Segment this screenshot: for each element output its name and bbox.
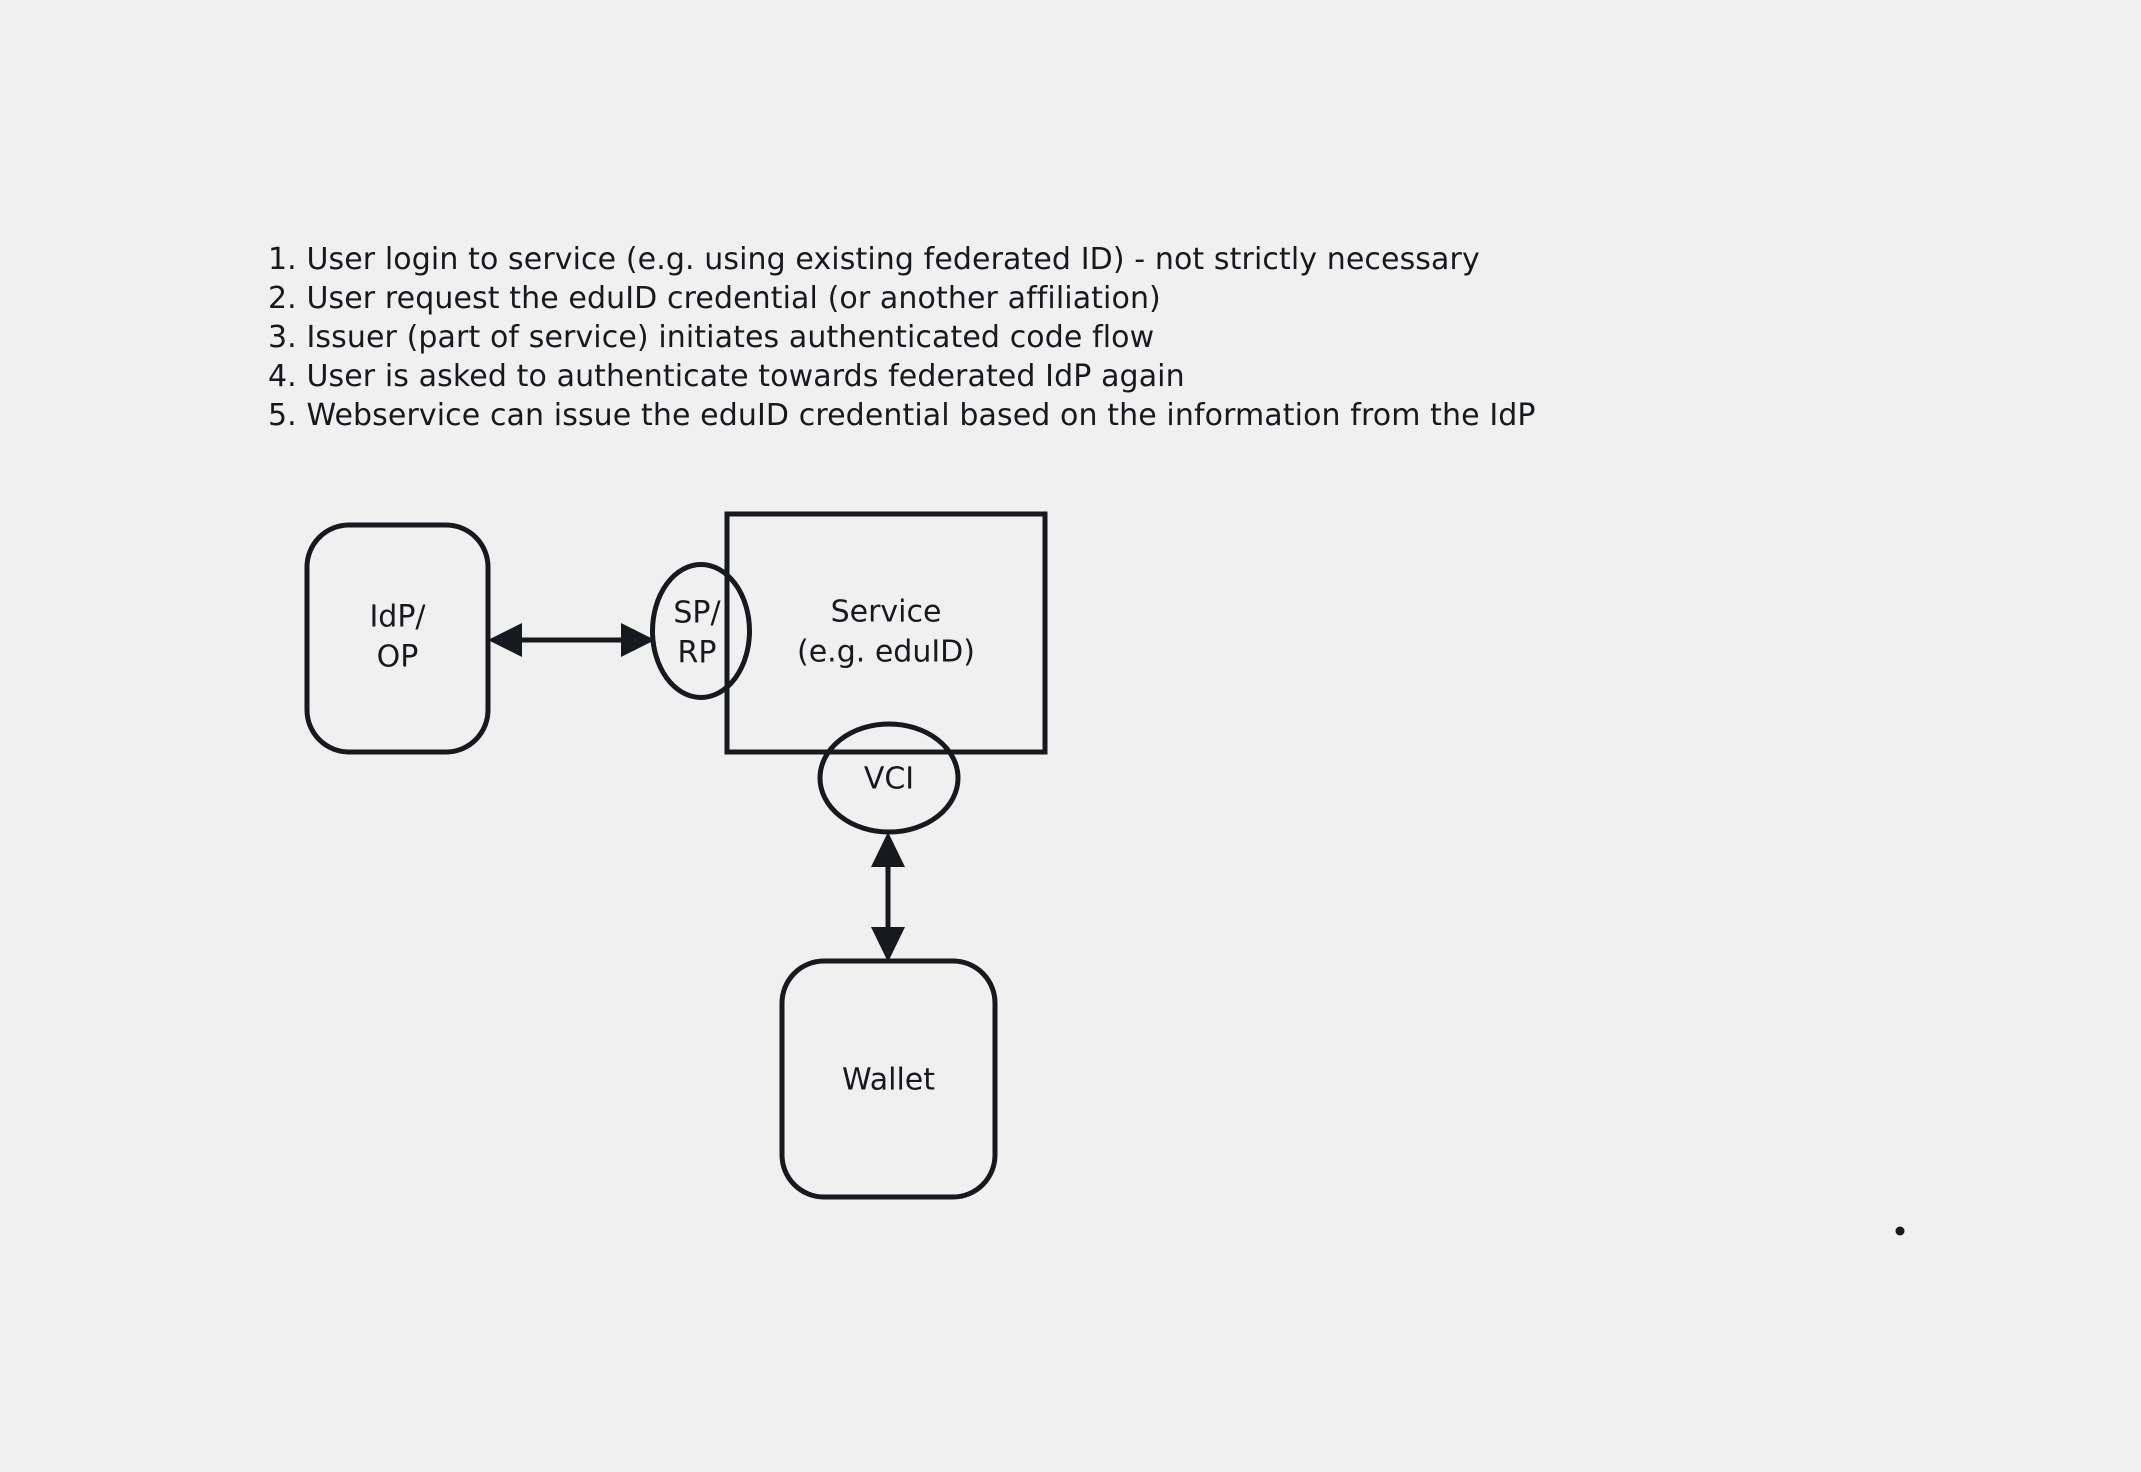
service-label-line1: Service	[831, 595, 942, 630]
step-item-5: 5. Webservice can issue the eduID creden…	[268, 398, 1536, 433]
sp-rp-ellipse[interactable]	[650, 562, 752, 700]
wallet-label: Wallet	[842, 1063, 935, 1098]
edge-idp-to-sprp-arrowhead-right	[621, 623, 655, 657]
edge-vci-to-wallet-arrowhead-up	[871, 832, 905, 867]
service-label-line2: (e.g. eduID)	[797, 635, 975, 670]
idp-op-box[interactable]	[304, 522, 491, 755]
step-item-2: 2. User request the eduID credential (or…	[268, 281, 1161, 316]
node-wallet[interactable]: Wallet	[779, 958, 998, 1200]
edge-vci-to-wallet[interactable]	[871, 832, 905, 962]
idp-op-label-line2: OP	[377, 640, 419, 675]
step-item-3: 3. Issuer (part of service) initiates au…	[268, 320, 1155, 355]
step-item-1: 1. User login to service (e.g. using exi…	[268, 242, 1480, 277]
node-service[interactable]: Service (e.g. eduID)	[724, 511, 1048, 755]
edge-vci-to-wallet-arrowhead-down	[871, 927, 905, 962]
step-item-4: 4. User is asked to authenticate towards…	[268, 359, 1185, 394]
sp-rp-label-line2: RP	[678, 636, 717, 671]
edge-idp-to-sprp-arrowhead-left	[488, 623, 522, 657]
node-idp-op[interactable]: IdP/ OP	[304, 522, 491, 755]
edge-idp-to-sprp[interactable]	[488, 623, 655, 657]
wallet-box[interactable]	[779, 958, 998, 1200]
node-sp-rp[interactable]: SP/ RP	[650, 562, 752, 700]
node-vci[interactable]: VCI	[817, 721, 961, 835]
vci-label: VCI	[864, 762, 914, 797]
idp-op-label-line1: IdP/	[369, 600, 426, 635]
steps-list: 1. User login to service (e.g. using exi…	[268, 240, 1668, 435]
vci-ellipse[interactable]	[817, 721, 961, 835]
service-box[interactable]	[724, 511, 1048, 755]
sp-rp-label-line1: SP/	[673, 596, 721, 631]
stray-dot-mark	[1895, 1226, 1905, 1236]
